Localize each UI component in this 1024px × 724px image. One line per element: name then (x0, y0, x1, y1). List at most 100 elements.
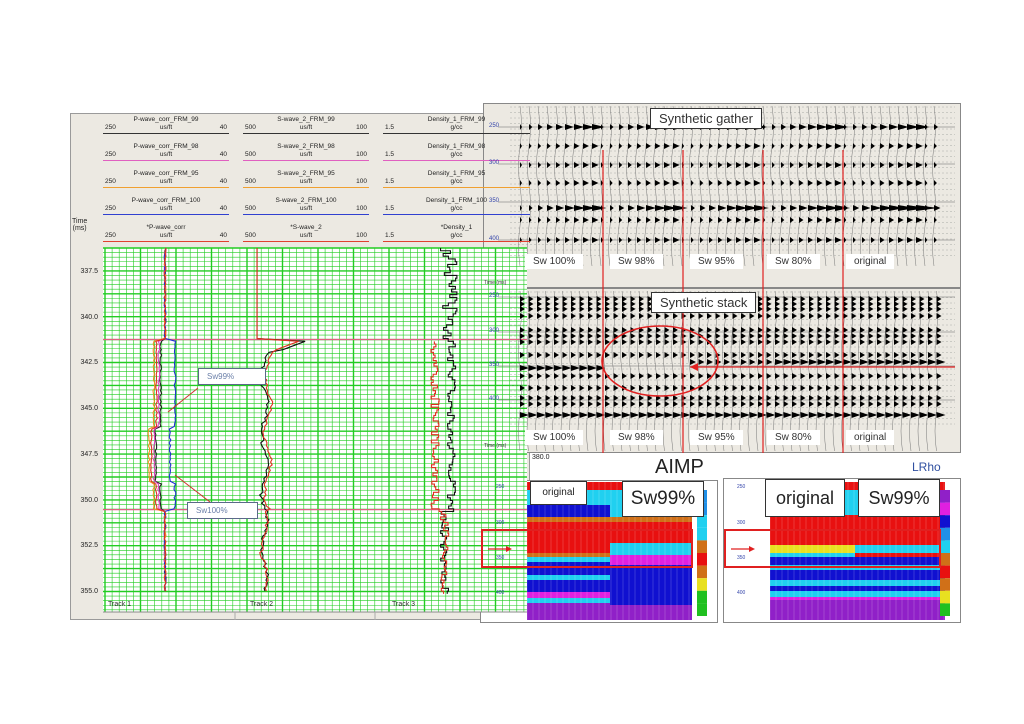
seismic-time-tick: 250 (489, 123, 500, 129)
curve-unit: us/ft (159, 205, 173, 212)
curve-color-line (243, 241, 369, 242)
seismic-time-tick: 350 (489, 198, 500, 204)
curve-color-line (103, 241, 229, 242)
curve-name: P-wave_corr_FRM_98 (133, 143, 199, 150)
gather-label: Sw 98% (610, 254, 663, 269)
scale-left: 250 (105, 205, 116, 212)
scale-right: 100 (356, 232, 367, 239)
synthetic-gather-title: Synthetic gather (650, 108, 762, 129)
aimp-title: AIMP (655, 456, 704, 478)
curve-unit: g/cc (450, 178, 463, 185)
gather-label: original (846, 254, 895, 269)
curve-color-line (383, 214, 530, 215)
curve-unit: us/ft (159, 232, 173, 239)
time-tick-label: 347.5 (80, 450, 98, 458)
curve-name: P-wave_corr_FRM_100 (131, 197, 201, 204)
curve-header[interactable]: P-wave_corr_FRM_100 250 us/ft 40 (103, 197, 229, 217)
impedance-time-tick: 400 (496, 590, 505, 596)
time-tick-label: 352.5 (80, 542, 98, 550)
scale-left: 250 (105, 178, 116, 185)
curve-name: P-wave_corr_FRM_99 (133, 116, 199, 123)
curve-name: *P-wave_corr (146, 224, 186, 231)
curve-name: Density_1_FRM_95 (427, 170, 486, 177)
scale-left: 500 (245, 124, 256, 131)
curve-header[interactable]: P-wave_corr_FRM_95 250 us/ft 40 (103, 170, 229, 190)
curve-color-line (103, 187, 229, 188)
scale-left: 500 (245, 232, 256, 239)
time-tick-label: 345.0 (80, 405, 98, 413)
curve-name: Density_1_FRM_100 (425, 197, 488, 204)
lrho-sw99-label: Sw99% (858, 479, 940, 517)
gather-label: Sw 95% (690, 254, 743, 269)
gather-time-label: Time (ms) (484, 280, 507, 286)
scale-left: 250 (105, 124, 116, 131)
callout-sw99: Sw99% (198, 368, 266, 385)
impedance-time-tick: 300 (496, 520, 505, 526)
impedance-time-tick: 400 (737, 590, 746, 596)
curve-color-line (243, 160, 369, 161)
impedance-time-tick: 350 (737, 555, 746, 561)
curve-name: Density_1_FRM_99 (427, 116, 486, 123)
curve-color-line (103, 214, 229, 215)
curve-color-line (383, 133, 530, 134)
stack-label: Sw 98% (610, 430, 663, 445)
stack-label: Sw 80% (767, 430, 820, 445)
time-tick-label: 340.0 (80, 313, 98, 321)
scale-right: 100 (356, 124, 367, 131)
curve-color-line (243, 133, 369, 134)
lrho-title: LRho (912, 460, 941, 474)
curve-name: P-wave_corr_FRM_95 (133, 170, 199, 177)
time-tick-label: 342.5 (80, 359, 98, 367)
stack-label: Sw 100% (525, 430, 584, 445)
stack-time-label: Time (ms) (484, 443, 507, 449)
seismic-time-tick: 250 (489, 293, 500, 299)
seismic-time-tick: 350 (489, 362, 500, 368)
curve-unit: g/cc (450, 232, 463, 239)
time-tick-label: 350.0 (80, 496, 98, 504)
scale-right: 40 (219, 151, 227, 158)
curve-name: S-wave_2_FRM_99 (277, 116, 335, 123)
curve-unit: us/ft (299, 124, 313, 131)
curve-name: S-wave_2_FRM_100 (275, 197, 337, 204)
curve-header[interactable]: S-wave_2_FRM_99 500 us/ft 100 (243, 116, 369, 136)
extra-time-tick: 380.0 (532, 454, 550, 461)
seismic-time-tick: 300 (489, 328, 500, 334)
aimp-original-label: original (530, 481, 587, 505)
scale-right: 100 (356, 205, 367, 212)
curve-unit: us/ft (299, 205, 313, 212)
scale-right: 40 (219, 178, 227, 185)
time-axis-label: Time (ms) (72, 218, 88, 232)
seismic-time-tick: 300 (489, 160, 500, 166)
curve-name: *S-wave_2 (290, 224, 322, 231)
curve-color-line (243, 214, 369, 215)
synthetic-stack-title: Synthetic stack (651, 292, 757, 313)
curve-name: *Density_1 (440, 224, 473, 231)
impedance-time-tick: 250 (496, 484, 505, 490)
seismic-time-tick: 400 (489, 396, 500, 402)
scale-right: 100 (356, 178, 367, 185)
scale-left: 250 (105, 232, 116, 239)
impedance-time-tick: 300 (737, 520, 746, 526)
scale-left: 500 (245, 151, 256, 158)
scale-left: 1.5 (385, 124, 395, 131)
curve-unit: g/cc (450, 205, 463, 212)
curve-color-line (243, 187, 369, 188)
curve-name: S-wave_2_FRM_95 (277, 170, 335, 177)
curve-unit: us/ft (159, 178, 173, 185)
curve-unit: us/ft (299, 151, 313, 158)
track-3-label: Track 3 (392, 601, 416, 608)
scale-right: 40 (219, 205, 227, 212)
curve-name: Density_1_FRM_98 (427, 143, 486, 150)
